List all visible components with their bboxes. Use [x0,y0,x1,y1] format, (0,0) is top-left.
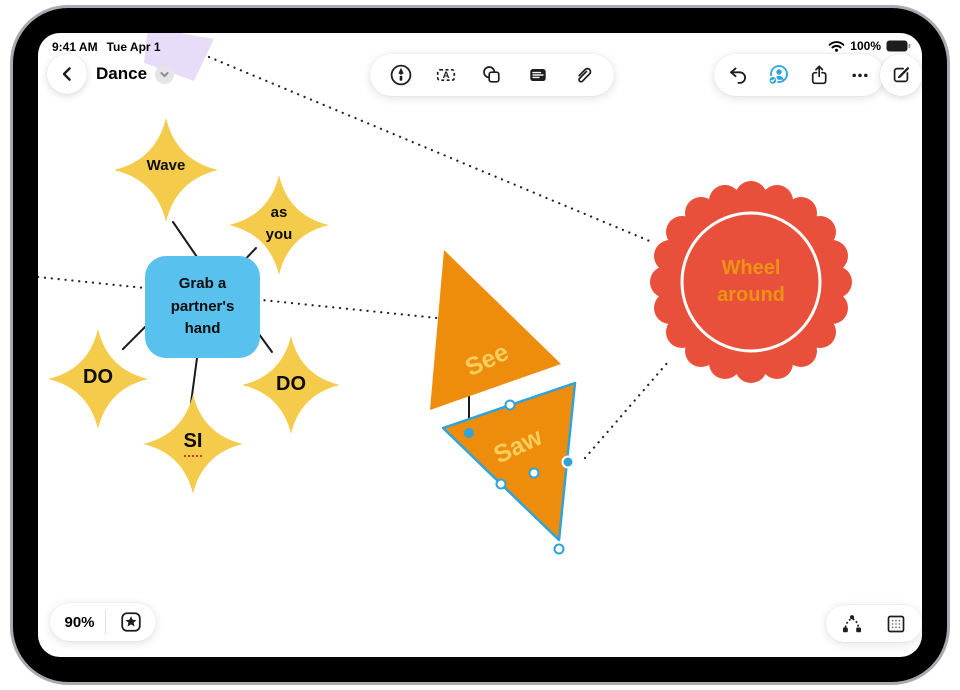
select-grid-icon [887,615,905,632]
collaborate-icon [768,64,789,85]
zoom-level[interactable]: 90% [64,613,95,631]
connector-icon [843,614,861,632]
share-icon [812,65,827,85]
back-chevron-icon [62,67,71,81]
center-box-label[interactable]: Grab a partner's hand [170,275,235,338]
star-as-you-label[interactable]: as you [265,203,293,244]
center-box-shape[interactable] [145,256,260,358]
pill-divider [104,610,106,634]
connector-button[interactable] [836,608,868,640]
dotted-connector-sticky-to-seal[interactable] [207,55,654,244]
canvas-mode-controls [826,605,922,642]
star-do-left-label[interactable]: DO [83,366,113,388]
selection-handle[interactable] [528,467,540,479]
line-center-doleft[interactable] [122,326,146,350]
text-box-button[interactable]: A [428,57,464,93]
wifi-icon [828,41,845,52]
selection-handle[interactable] [553,543,565,555]
triangle-see[interactable] [430,250,561,410]
triangle-shapes [430,181,852,542]
text-box-icon: A [437,68,456,81]
seal-shape[interactable] [650,181,852,383]
status-bar-right: 100% [828,39,911,53]
new-board-icon [893,67,910,83]
chevron-down-icon [160,71,169,77]
select-button[interactable] [880,608,912,640]
battery-percent: 100% [850,39,881,53]
status-time: 9:41 AM [52,40,98,54]
star-wave-label[interactable]: Wave [146,156,186,174]
collaborate-button[interactable] [761,57,797,93]
actions-toolbar [714,54,884,96]
star-do-right[interactable] [242,336,340,434]
page-title[interactable]: Dance [96,64,148,83]
selection-handle[interactable] [464,428,474,438]
selection-handle[interactable] [504,399,516,411]
sticky-note-button[interactable] [520,57,556,93]
attachment-button[interactable] [565,57,601,93]
selection-handle[interactable] [495,478,507,490]
shapes-icon [483,66,500,83]
star-shapes [48,118,340,494]
star-wave[interactable] [114,118,218,222]
favorite-button[interactable] [116,607,146,637]
svg-text:A: A [443,70,450,81]
attachment-icon [578,67,592,83]
back-button[interactable] [47,54,87,94]
seal-label[interactable]: Wheel around [717,257,785,306]
selection-handle[interactable] [561,455,575,469]
more-button[interactable] [842,57,878,93]
battery-icon [886,40,911,52]
selection-handles [464,399,575,555]
new-board-button[interactable] [880,54,922,96]
favorite-star-icon [120,612,141,632]
board-title-row: Dance [96,64,175,84]
line-center-si[interactable] [190,357,198,404]
tools-toolbar: A [370,54,614,96]
star-do-right-label[interactable]: DO [276,373,306,395]
star-si-label[interactable]: SI [153,428,233,457]
markup-button[interactable] [383,57,419,93]
seal-inner-ring [680,211,822,353]
markup-icon [390,64,412,86]
ipad-frame: Wave as you Grab a partner's hand DO DO … [10,5,950,685]
status-bar-left: 9:41 AM Tue Apr 1 [52,40,161,54]
spellcheck-underline: SI [183,428,203,457]
star-do-left[interactable] [48,329,148,429]
undo-button[interactable] [720,57,756,93]
board-canvas[interactable] [38,33,922,657]
zoom-control: 90% [50,603,156,641]
title-menu-button[interactable] [155,64,175,84]
star-as-you[interactable] [229,175,329,275]
sticky-note-icon [529,69,546,81]
line-wave-center[interactable] [172,221,198,258]
status-date: Tue Apr 1 [106,40,161,54]
shapes-button[interactable] [474,57,510,93]
more-icon [852,73,868,78]
share-button[interactable] [801,57,837,93]
undo-icon [730,67,747,84]
freeform-canvas-screen: Wave as you Grab a partner's hand DO DO … [38,33,922,657]
star-si[interactable] [143,394,243,494]
dotted-connector-saw-to-seal[interactable] [583,360,670,460]
